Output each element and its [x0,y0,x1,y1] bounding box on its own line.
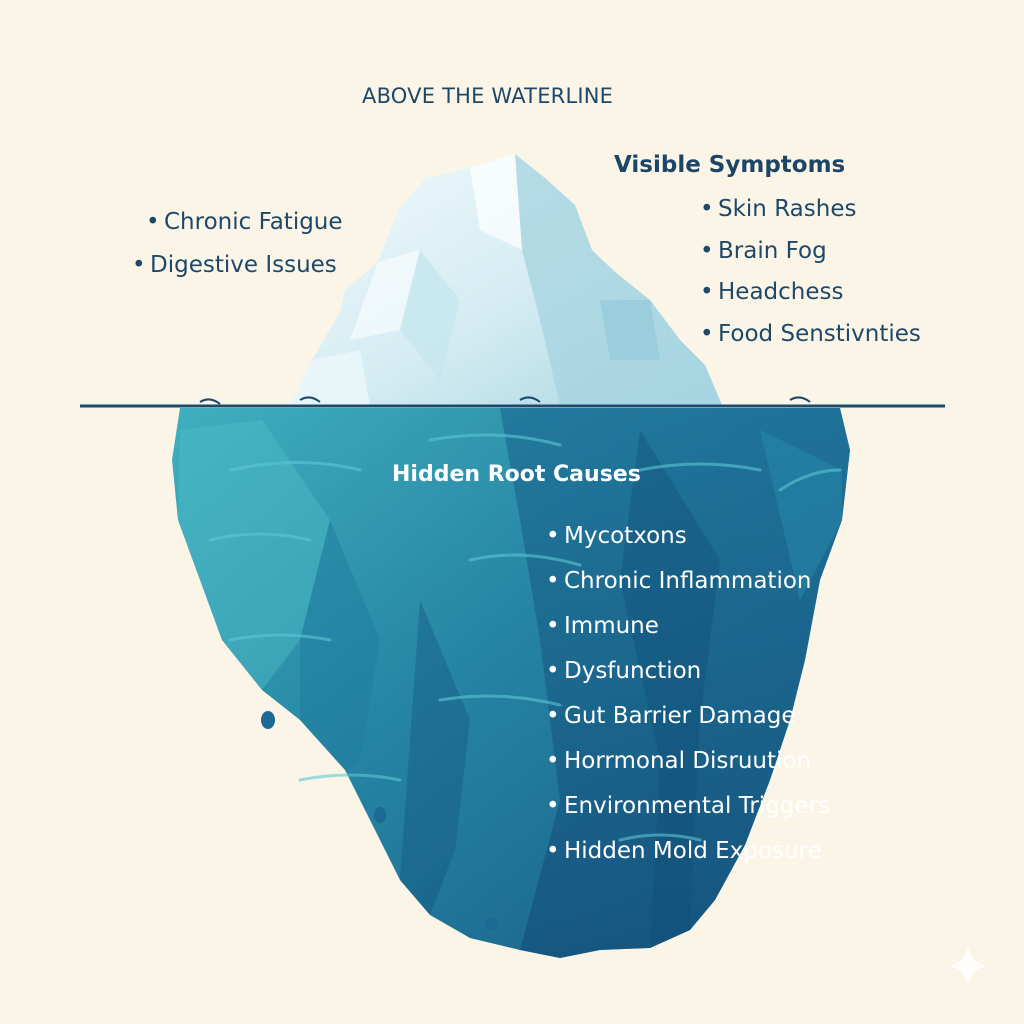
list-item: Horrmonal Disruution [546,744,830,789]
waterline [80,396,945,408]
list-item: Chronic Inflammation [546,564,830,609]
visible-symptoms-title: Visible Symptoms [614,152,846,178]
list-item: Headchess [700,275,921,317]
page-heading: ABOVE THE WATERLINE [362,84,614,108]
iceberg-tip [290,154,722,405]
hidden-causes-title: Hidden Root Causes [392,462,641,487]
list-item: Food Senstivnties [700,317,921,359]
list-item: Dysfunction [546,654,830,699]
list-item: Immune [546,609,830,654]
hidden-causes-list: Mycotxons Chronic Inflammation Immune Dy… [546,519,830,879]
list-item: Hidden Mold Exposure [546,834,830,879]
list-item: Brain Fog [700,234,921,276]
left-symptoms-list: Chronic Fatigue Digestive Issues [132,205,343,291]
list-item: Gut Barrier Damage [546,699,830,744]
list-item: Mycotxons [546,519,830,564]
visible-symptoms-list: Skin Rashes Brain Fog Headchess Food Sen… [700,192,921,358]
list-item: Digestive Issues [132,248,343,291]
list-item: Chronic Fatigue [146,205,343,248]
sparkle-icon [948,946,988,986]
list-item: Skin Rashes [700,192,921,234]
list-item: Environmental Triggers [546,789,830,834]
